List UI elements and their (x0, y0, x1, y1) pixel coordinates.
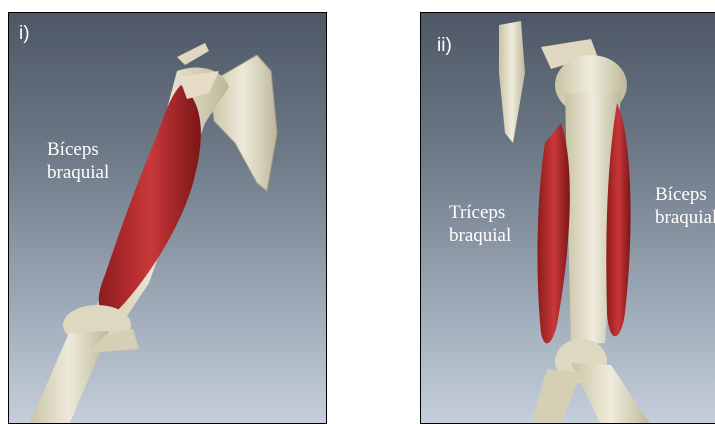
arm-anatomy-illustration-i (9, 13, 327, 424)
triceps-muscle (538, 123, 570, 343)
label-line: braquial (655, 206, 715, 229)
panel-label: ii) (437, 35, 452, 57)
label-line: Bíceps (655, 183, 715, 206)
panel-i-biceps-view: i) Bíceps braquial (8, 12, 327, 424)
label-line: braquial (47, 161, 109, 184)
biceps-label: Bíceps braquial (47, 138, 109, 184)
panel-label: i) (19, 23, 30, 45)
label-line: braquial (449, 224, 511, 247)
biceps-label: Bíceps braquial (655, 183, 715, 229)
triceps-label: Tríceps braquial (449, 201, 511, 247)
label-line: Tríceps (449, 201, 511, 224)
forearm-bone-2 (531, 369, 581, 424)
acromion-bone (177, 43, 209, 65)
forearm-bones (571, 363, 651, 424)
label-line: Bíceps (47, 138, 109, 161)
panel-ii-triceps-biceps-view: ii) Tríceps braquial Bíceps braquial (420, 12, 715, 424)
scapula-bone (499, 21, 525, 143)
